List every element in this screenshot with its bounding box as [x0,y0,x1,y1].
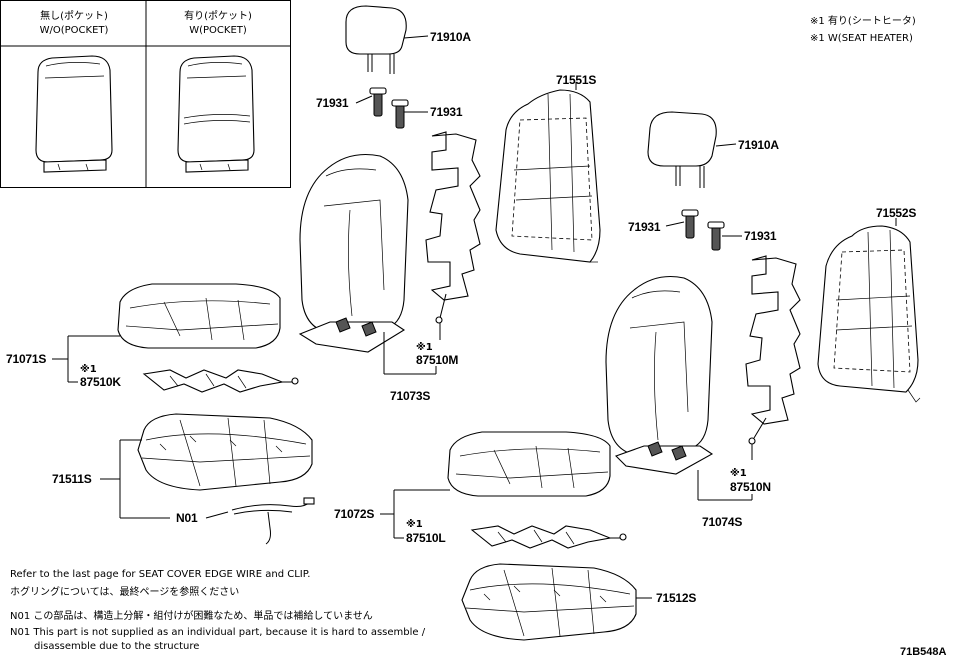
mark-87510L: ※1 [406,519,423,530]
cushion-cover-left [117,283,281,349]
leaders-71511S [100,439,229,519]
cushion-heater-right [470,525,627,549]
cushion-pad-right [461,563,652,641]
label-71931-d: 71931 [744,229,777,243]
inset-left-header-jp: 無し(ポケット) [40,11,108,22]
pocket-inset [0,0,291,188]
label-87510K: 87510K [80,375,121,389]
back-heater-left [425,131,481,340]
diagram-code: 71B548A [900,646,947,658]
leaders-71071S [52,335,120,383]
label-71910A-right: 71910A [738,138,779,152]
note-n01-en: N01 This part is not supplied as an indi… [10,627,426,638]
label-71073S: 71073S [390,389,431,403]
inset-header-with-pocket: 有り(ポケット) W(POCKET) [146,10,290,38]
back-heater-right [745,255,801,460]
label-71552S: 71552S [876,206,917,220]
mark-87510K: ※1 [80,364,97,375]
note-n01-en-cont: disassemble due to the structure [34,641,200,652]
cushion-pad-left [137,413,313,491]
inset-left-header-en: W/O(POCKET) [39,25,109,36]
label-71512S: 71512S [656,591,697,605]
label-71511S: 71511S [52,472,92,486]
label-87510M: 87510M [416,353,459,367]
leaders-71074S [697,470,753,501]
seatback-left [298,153,409,353]
label-71071S: 71071S [6,352,47,366]
seatback-right [605,275,714,475]
mark-87510M: ※1 [416,342,433,353]
label-71551S: 71551S [556,73,597,87]
seatback-frame-right [817,218,921,403]
cushion-heater-left [142,369,299,393]
inset-right-header-jp: 有り(ポケット) [184,11,252,22]
label-N01: N01 [176,511,198,525]
note-edge-wire-en: Refer to the last page for SEAT COVER ED… [10,569,311,580]
label-71074S: 71074S [702,515,743,529]
note-n01-jp: N01 この部品は、構造上分解・組付けが困難なため、単品では補給していません [10,611,373,622]
note-edge-wire-jp: ホグリングについては、最終ページを参照ください [10,587,240,598]
inset-header-without-pocket: 無し(ポケット) W/O(POCKET) [2,10,146,38]
label-71072S: 71072S [334,507,375,521]
cushion-cover-right [447,431,611,497]
label-87510L: 87510L [406,531,446,545]
label-87510N: 87510N [730,480,771,494]
label-71931-b: 71931 [430,105,463,119]
legend-line-1: ※1 有り(シートヒータ) [810,16,916,27]
mark-87510N: ※1 [730,468,747,479]
legend-line-2: ※1 W(SEAT HEATER) [810,33,913,44]
wire-harness-N01 [231,497,315,545]
leaders-71073S [383,332,437,375]
inset-right-header-en: W(POCKET) [189,25,247,36]
label-71931-c: 71931 [628,220,661,234]
label-71931-a: 71931 [316,96,349,110]
headrest-guides-left [355,87,428,129]
seatback-frame-left [495,82,601,263]
leaders-71072S [380,489,450,539]
headrest-right [647,111,737,188]
label-71910A-left: 71910A [430,30,471,44]
headrest-guides-right [665,209,742,251]
headrest-left [345,5,429,74]
